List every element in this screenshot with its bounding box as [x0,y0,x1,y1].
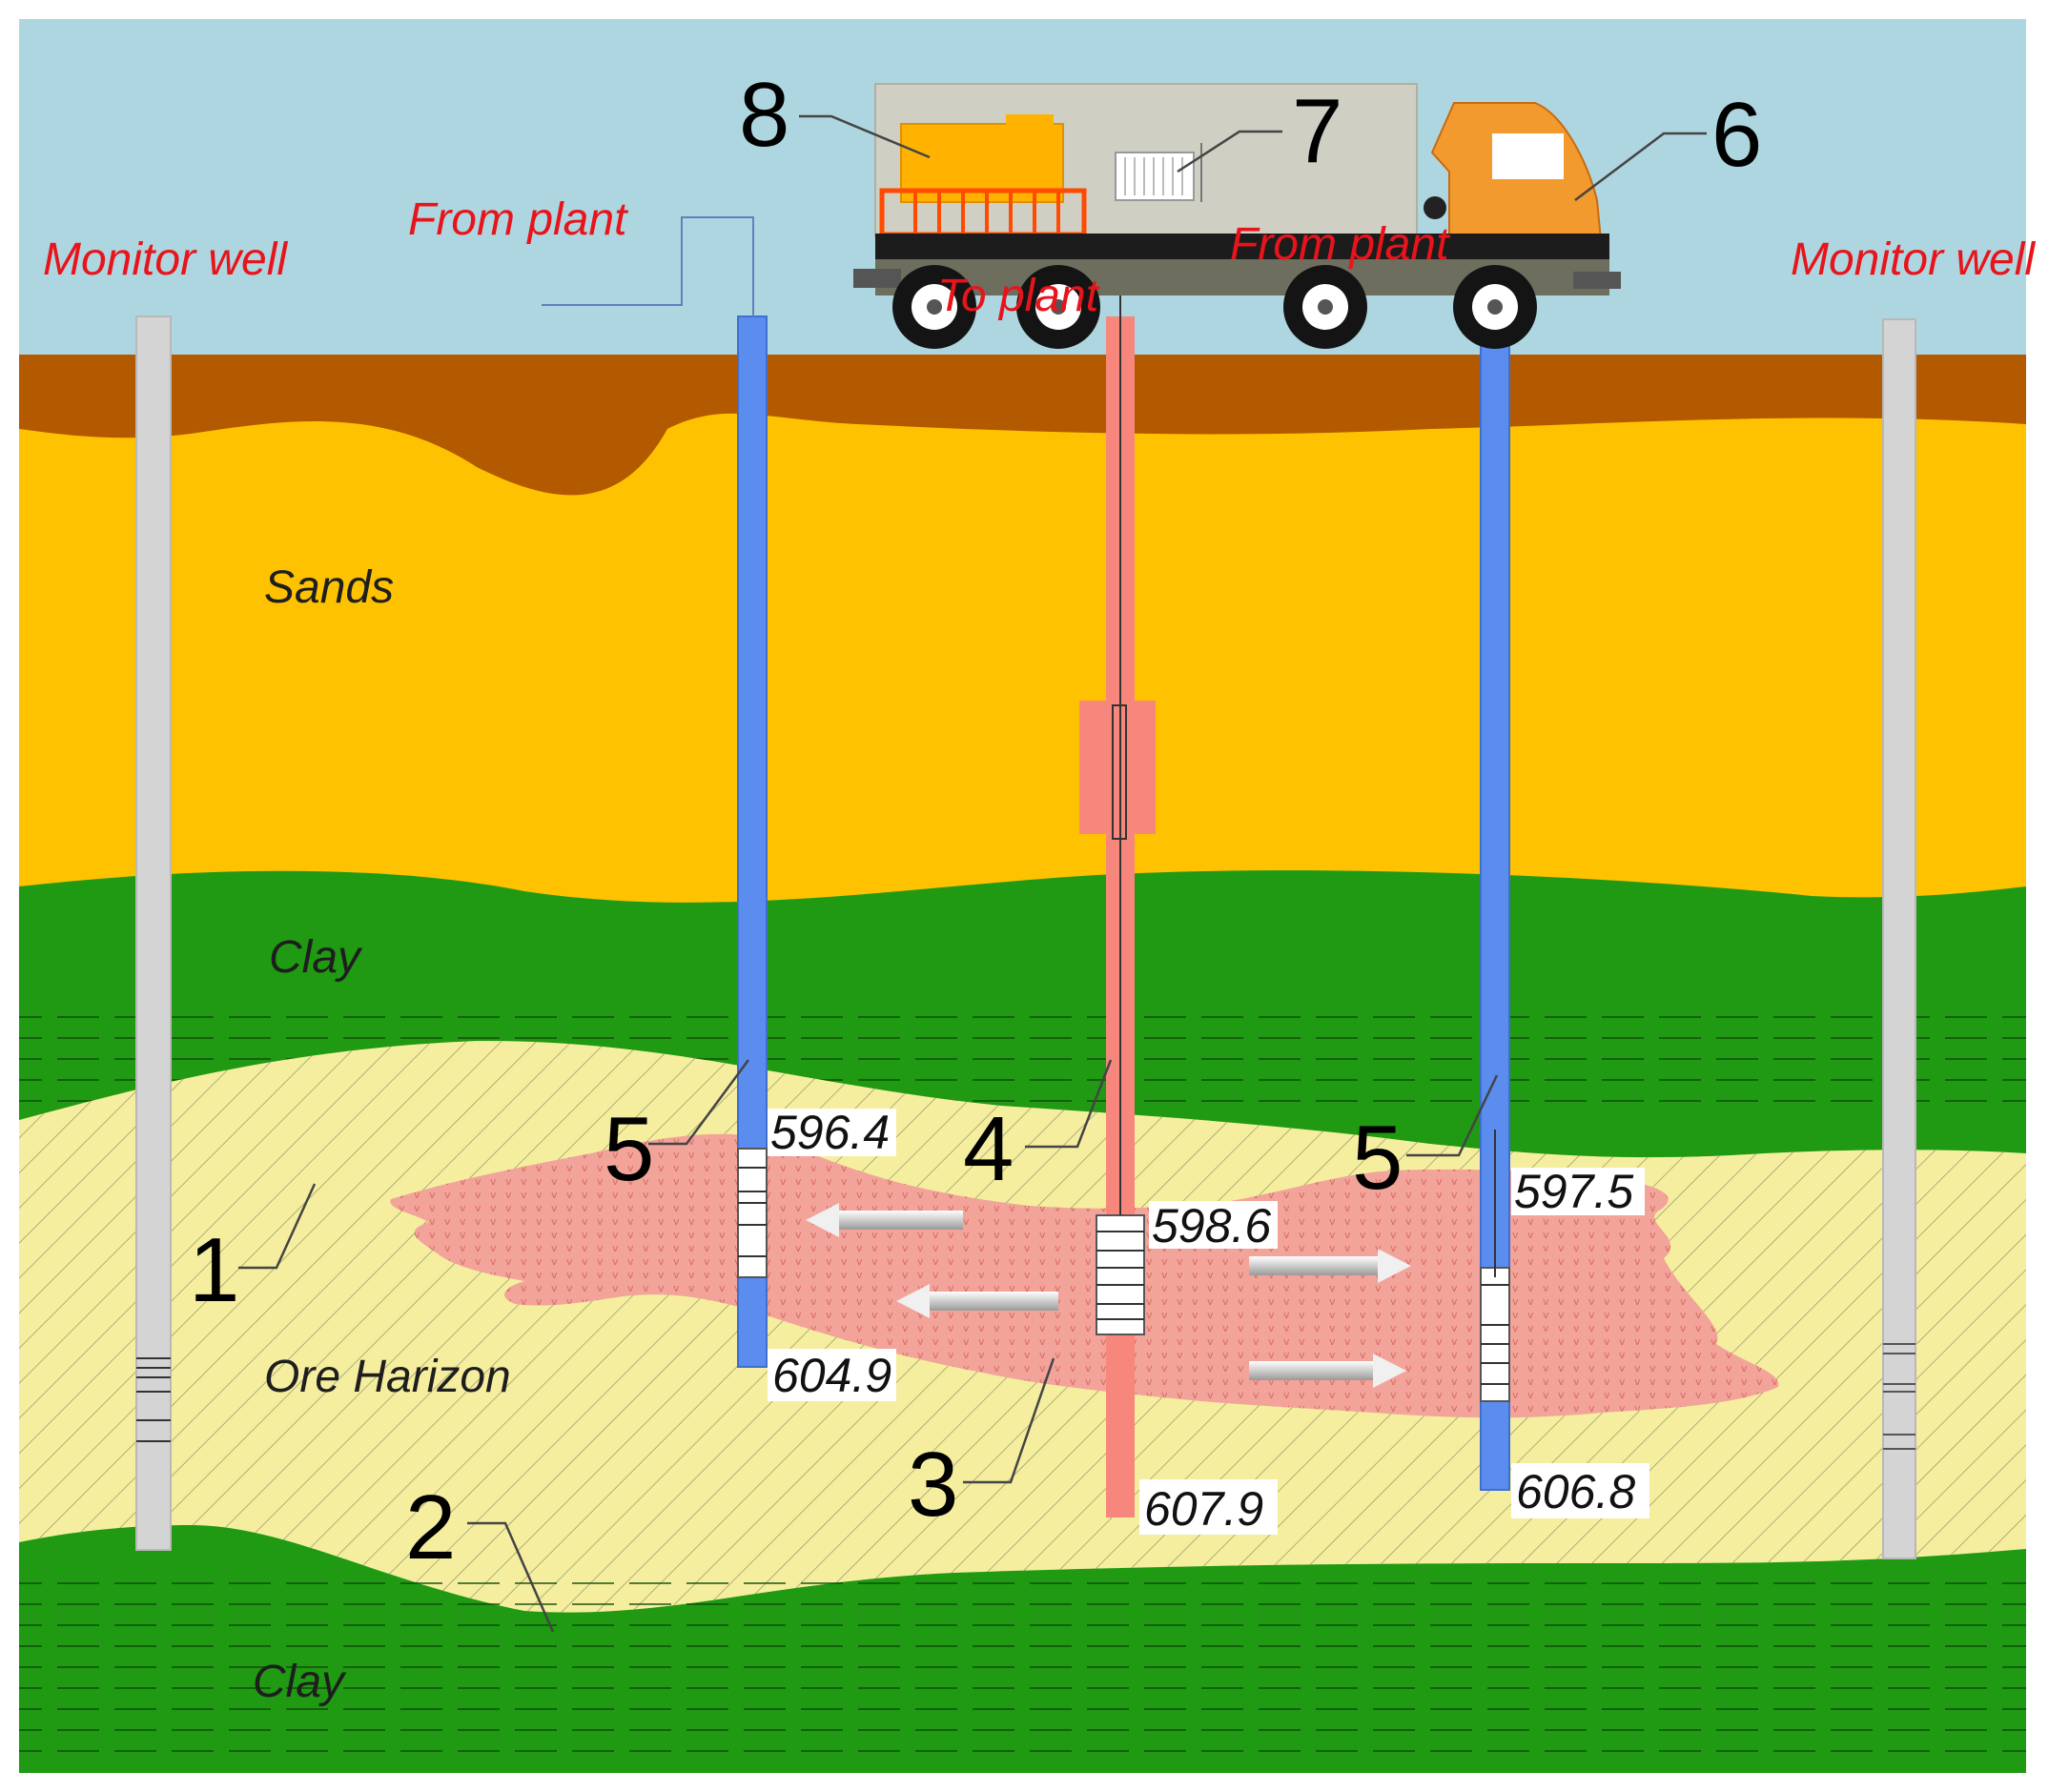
depth-center-bottom: 607.9 [1144,1482,1263,1536]
depth-right-top: 597.5 [1514,1165,1633,1218]
callout-5-right: 5 [1352,1107,1403,1209]
depth-left-top: 596.4 [770,1106,890,1159]
monitor-well-left-label: Monitor well [43,234,288,285]
callout-4: 4 [963,1098,1014,1200]
flow-arrow-left-upper [806,1203,963,1237]
leaching-control-truck [853,83,1621,349]
ore-horizon-label: Ore Harizon [264,1352,511,1402]
topsoil-layer [19,355,2026,496]
depth-marker-center-top: 598.6 [1149,1199,1278,1252]
monitor-well-right-label: Monitor well [1791,234,2036,285]
flow-arrow-left-lower [896,1284,1058,1318]
depth-marker-right-bottom: 606.8 [1511,1463,1649,1518]
lower-clay-label: Clay [253,1657,347,1707]
depth-center-top: 598.6 [1152,1199,1271,1252]
callout-8: 8 [739,64,789,166]
depth-marker-left-bottom: 604.9 [768,1349,896,1402]
depth-marker-left-top: 596.4 [768,1106,896,1159]
depth-left-bottom: 604.9 [772,1349,891,1402]
to-plant-label: To plant [937,271,1100,321]
leader-lines [238,114,1707,1633]
callout-7: 7 [1292,80,1342,182]
truck-window [1492,133,1564,179]
truck-wheel-4 [1453,265,1537,349]
lower-clay-dashes [19,1563,2026,1763]
sands-label: Sands [264,562,394,613]
production-well-center [1079,181,1156,1517]
injection-well-left [542,216,768,1368]
monitor-well-left [135,316,172,1551]
truck-wheel-2 [1016,265,1100,349]
from-plant-truck-label: From plant [1230,219,1450,270]
callout-6: 6 [1711,84,1762,186]
monitor-well-right [1882,318,1916,1559]
truck-wheel-3 [1283,265,1367,349]
callout-5-left: 5 [604,1098,654,1200]
from-plant-left-label: From plant [408,194,628,245]
callout-2: 2 [405,1476,456,1578]
flow-arrow-right-upper [1249,1249,1411,1283]
callout-3: 3 [908,1434,958,1536]
injection-well-right [1480,318,1510,1491]
depth-marker-center-bottom: 607.9 [1139,1479,1278,1536]
truck-wheel-1 [892,265,976,349]
depth-right-bottom: 606.8 [1516,1465,1635,1518]
flow-arrow-right-lower [1249,1354,1406,1388]
depth-marker-right-top: 597.5 [1511,1165,1645,1218]
upper-clay-label: Clay [269,932,363,983]
truck-chassis [875,234,1609,262]
callout-1: 1 [189,1219,239,1321]
